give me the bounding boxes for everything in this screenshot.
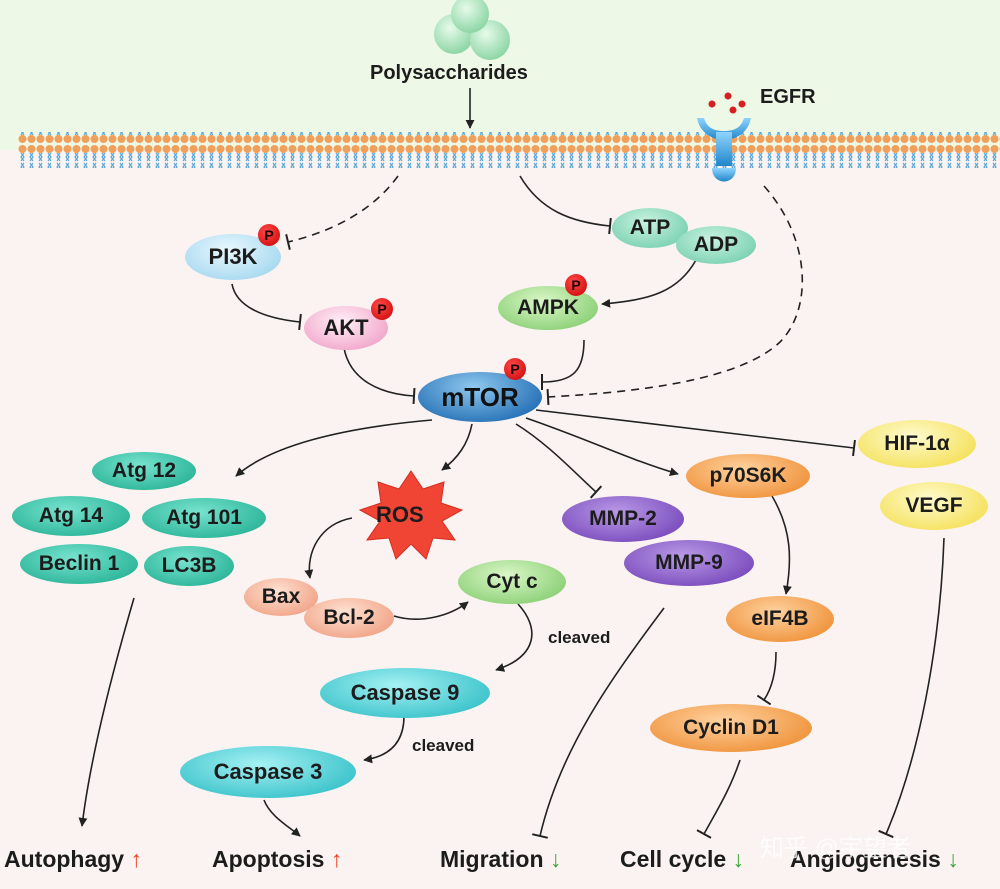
node-cytc: Cyt c [458,560,566,604]
edge-membrane-atp [519,175,612,235]
node-bax: Bax [244,578,318,616]
edge-pi3k-akt [231,283,302,331]
outcome-migration: Migration ↓ [440,846,561,873]
edge-p70s6k-eif4b [771,495,792,595]
edge-mtor-atg [235,419,433,477]
watermark: 知乎 @宇望者 [760,835,912,862]
edge-mtor-p70s6k [525,417,679,477]
outcome-apoptosis: Apoptosis ↑ [212,846,342,873]
node-atg14: Atg 14 [12,496,130,536]
down-arrow-icon: ↓ [947,846,959,872]
node-pi3k: PI3K [185,234,281,280]
node-vegf: VEGF [880,482,988,530]
edge-mtor-mmp [515,423,603,499]
edge-bcl2-cytc [393,601,469,620]
edge-membrane-pi3k [285,175,399,251]
up-arrow-icon: ↑ [130,846,143,872]
edge-casp9-casp3 [363,715,405,764]
node-mtor: mTOR [418,372,542,422]
edge-cytc-casp9 [495,603,533,672]
node-beclin1: Beclin 1 [20,544,138,584]
outcome-angiogenesis: Angiogenesis ↓ [790,846,959,873]
ros-star-shape [358,470,464,560]
node-adp: ADP [676,226,756,264]
outcome-apoptosis-label: Apoptosis [212,846,325,872]
egfr-receptor-icon [697,92,751,182]
cell-membrane [18,132,1000,168]
edge-casp3-apoptosis [263,799,301,837]
polysaccharide-icon [434,0,510,60]
outcome-cellcycle-label: Cell cycle [620,846,727,872]
node-atp: ATP [612,208,688,248]
node-ampk: AMPK [498,286,598,330]
node-cyclind1: Cyclin D1 [650,704,812,752]
node-mmp9: MMP-9 [624,540,754,586]
node-atg12: Atg 12 [92,452,196,490]
node-mmp2: MMP-2 [562,496,684,542]
phospho-badge-ampk: P [565,274,587,296]
egfr-label: EGFR [760,86,816,108]
node-caspase3: Caspase 3 [180,746,356,798]
annotation-cleaved-1: cleaved [548,628,611,647]
outcome-migration-label: Migration [440,846,544,872]
edge-adp-ampk [601,259,697,308]
node-caspase9: Caspase 9 [320,668,490,718]
phospho-badge-pi3k: P [258,224,280,246]
node-akt: AKT [304,306,388,350]
node-hif1a: HIF-1α [858,420,976,468]
node-bcl2: Bcl-2 [304,598,394,638]
outcome-angiogenesis-label: Angiogenesis [790,846,941,872]
phospho-badge-mtor: P [504,358,526,380]
down-arrow-icon: ↓ [732,846,745,872]
edge-ros-bax [304,517,353,579]
annotation-cleaved-2: cleaved [412,736,475,755]
down-arrow-icon: ↓ [549,846,562,872]
polysaccharides-label: Polysaccharides [370,62,528,84]
node-p70s6k: p70S6K [686,454,810,498]
edge-atg-autophagy [78,597,135,827]
edge-ampk-mtor [540,339,585,391]
outcome-cellcycle: Cell cycle ↓ [620,846,744,873]
up-arrow-icon: ↑ [330,846,343,872]
edge-akt-mtor [343,347,416,405]
outcome-autophagy: Autophagy ↑ [4,846,142,873]
edge-mmp-migration [531,607,665,839]
edge-egfr-mtor [546,185,804,406]
node-atg101: Atg 101 [142,498,266,538]
edge-mtor-hif1a [535,409,856,457]
node-eif4b: eIF4B [726,596,834,642]
edge-vegf-angiogenesis [878,537,945,839]
node-ros: ROS [376,502,424,527]
node-lc3b: LC3B [144,546,234,586]
edge-cyclind1-cellcycle [696,759,741,839]
outcome-autophagy-label: Autophagy [4,846,125,872]
phospho-badge-akt: P [371,298,393,320]
edge-eif4b-cyclind1 [756,651,777,706]
edge-mtor-ros [441,423,473,471]
